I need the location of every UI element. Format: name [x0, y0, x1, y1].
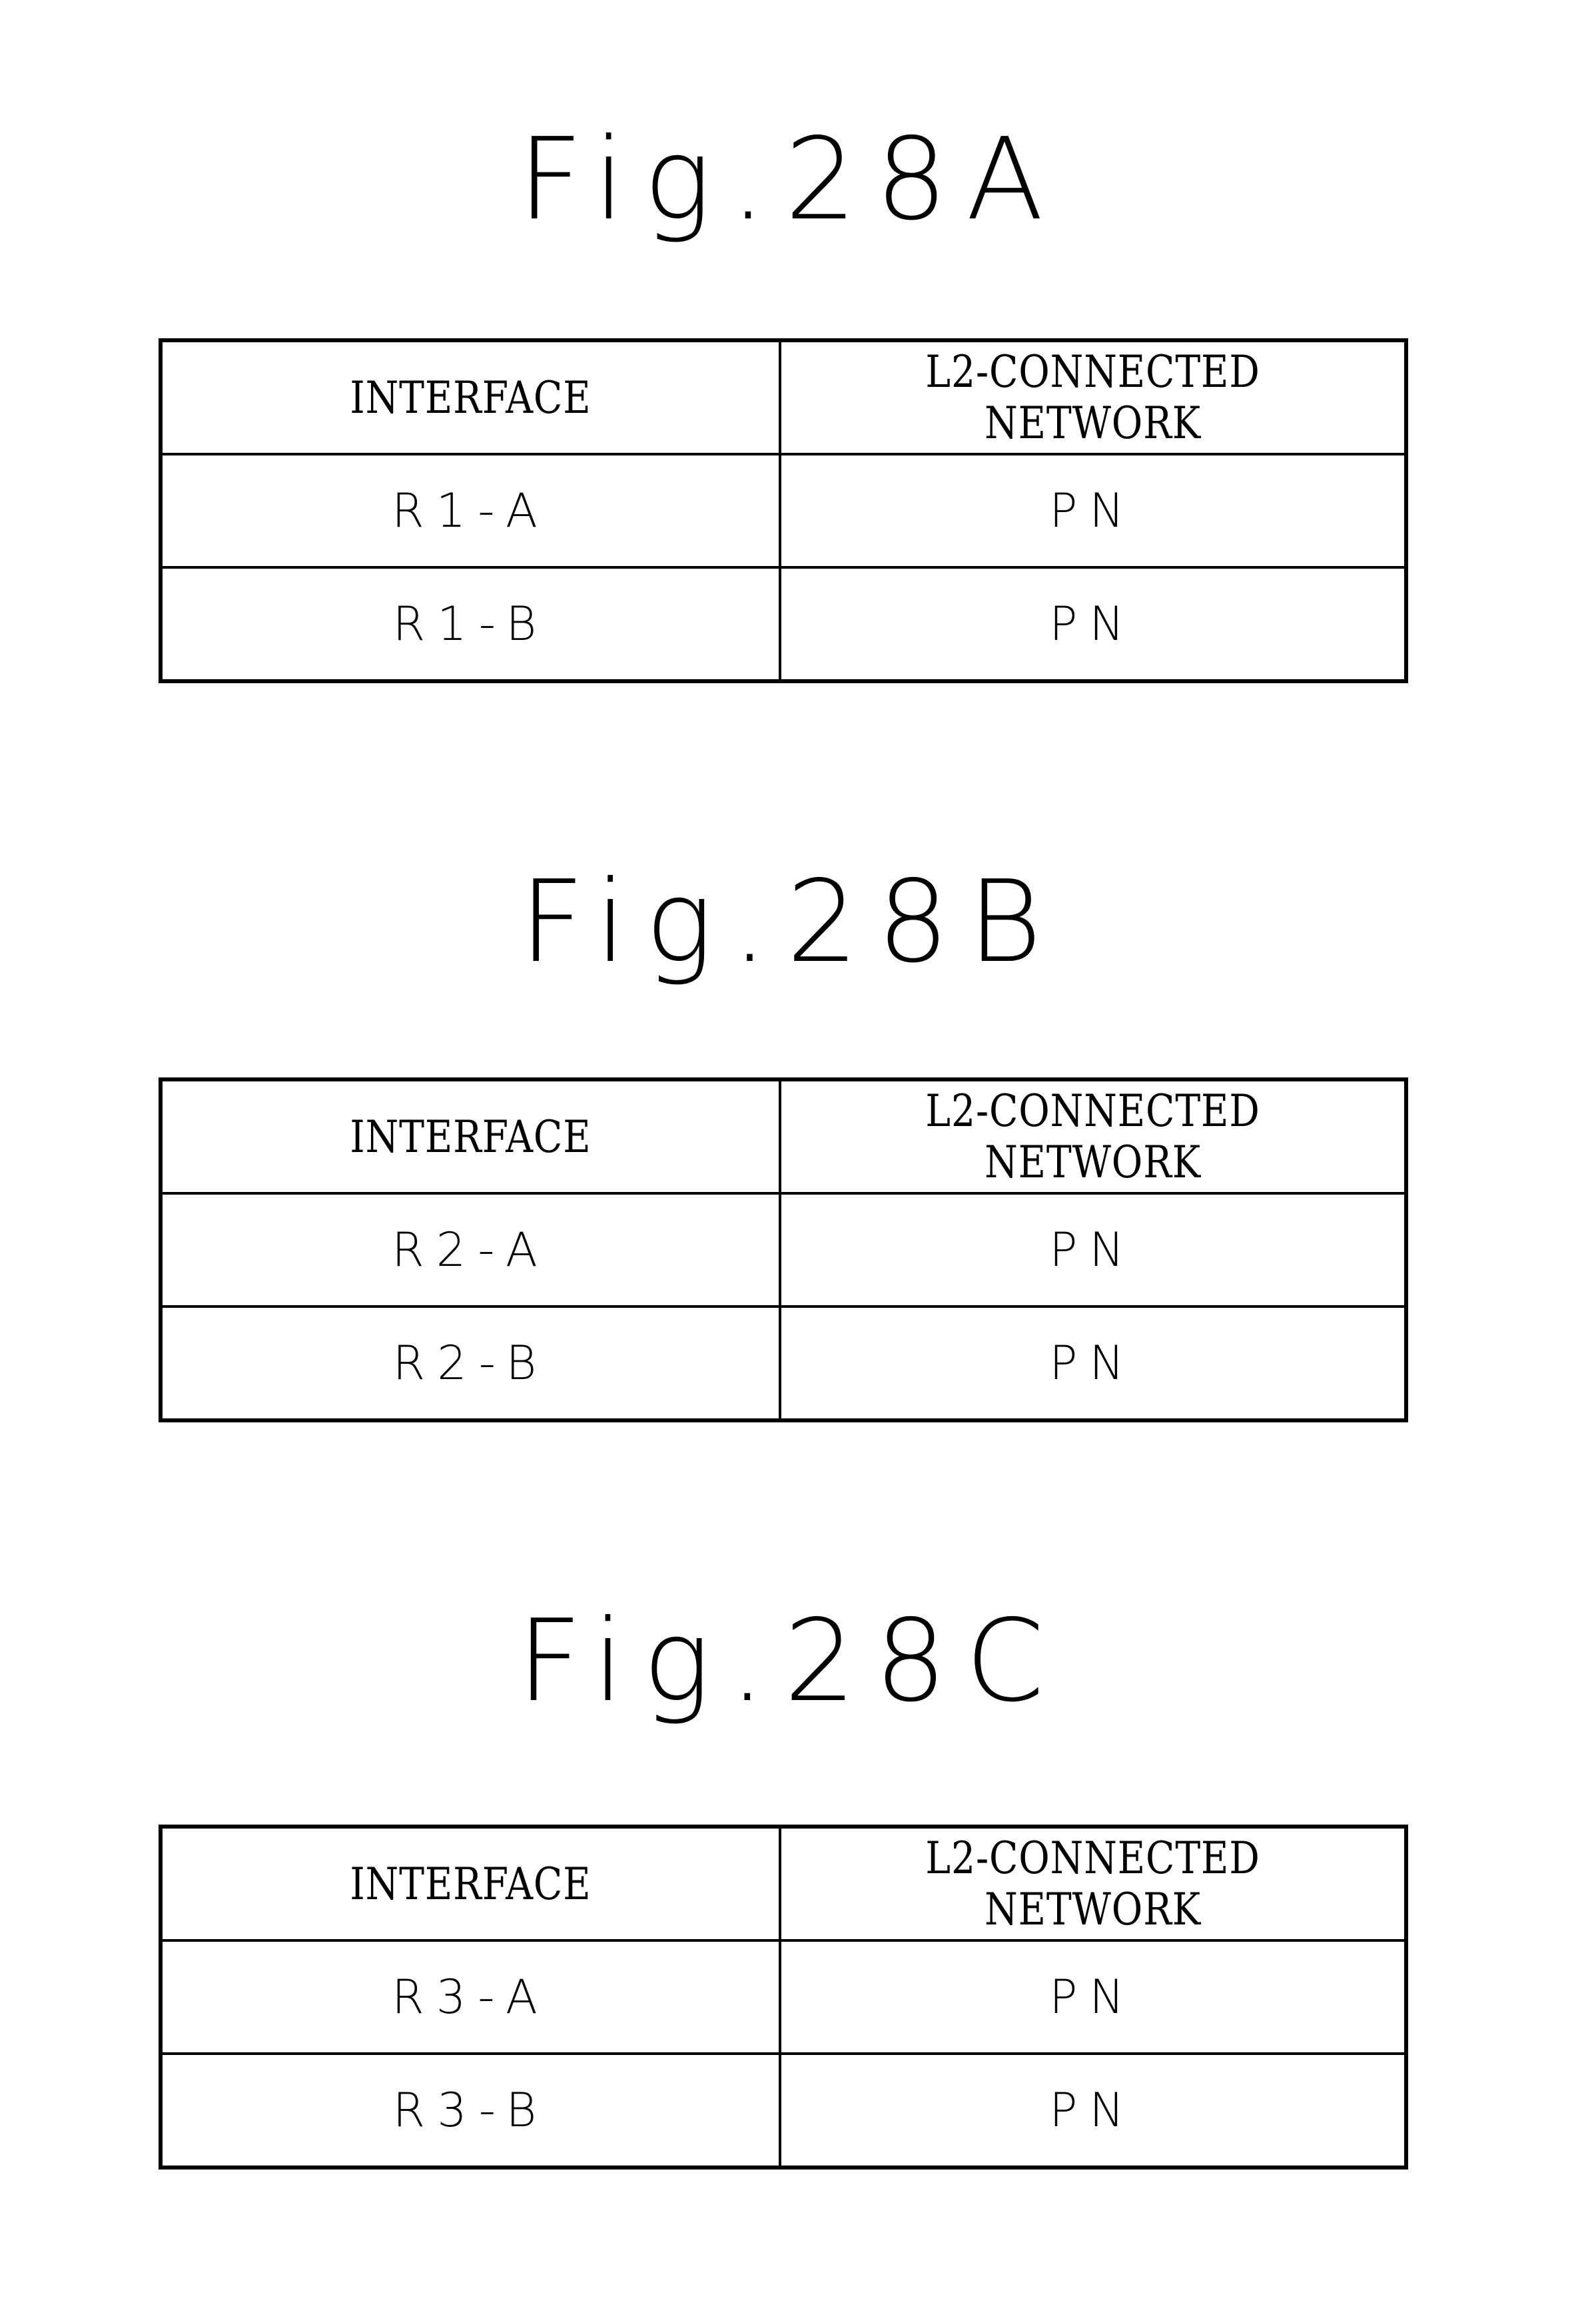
- cell-interface: R1-B: [159, 566, 781, 683]
- figure-title: Fig.28B: [519, 856, 1061, 988]
- cell-interface: R3-B: [159, 2052, 781, 2169]
- cell-interface: R3-A: [159, 1939, 781, 2055]
- cell-interface: R1-A: [159, 453, 781, 569]
- table-row: R2-A PN: [159, 1192, 1407, 1308]
- header-interface: INTERFACE: [202, 1825, 738, 1942]
- interface-table: INTERFACE L2-CONNECTED NETWORK R1-A PN R…: [159, 338, 1408, 683]
- cell-network: PN: [779, 1939, 1407, 2055]
- figure-title: Fig.28C: [517, 1596, 1063, 1727]
- table-row: R3-B PN: [159, 2052, 1407, 2169]
- cell-network: PN: [779, 453, 1407, 569]
- interface-table: INTERFACE L2-CONNECTED NETWORK R2-A PN R…: [159, 1077, 1408, 1422]
- table-row: R3-A PN: [159, 1939, 1407, 2055]
- header-l2-connected-network: L2-CONNECTED NETWORK: [823, 1825, 1364, 1942]
- cell-interface: R2-B: [159, 1305, 781, 1422]
- table-row: R1-A PN: [159, 453, 1407, 569]
- header-l2-connected-network: L2-CONNECTED NETWORK: [823, 1078, 1364, 1195]
- cell-network: PN: [779, 566, 1407, 683]
- table-header-row: INTERFACE L2-CONNECTED NETWORK: [161, 1825, 1406, 1942]
- table-row: R1-B PN: [159, 566, 1407, 683]
- header-l2-connected-network: L2-CONNECTED NETWORK: [823, 339, 1364, 455]
- cell-interface: R2-A: [159, 1192, 781, 1308]
- figure-title: Fig.28A: [518, 114, 1062, 246]
- header-interface: INTERFACE: [202, 1078, 738, 1195]
- table-row: R2-B PN: [159, 1305, 1407, 1422]
- table-header-row: INTERFACE L2-CONNECTED NETWORK: [161, 1078, 1406, 1195]
- table-header-row: INTERFACE L2-CONNECTED NETWORK: [161, 339, 1406, 455]
- cell-network: PN: [779, 2052, 1407, 2169]
- cell-network: PN: [779, 1192, 1407, 1308]
- cell-network: PN: [779, 1305, 1407, 1422]
- interface-table: INTERFACE L2-CONNECTED NETWORK R3-A PN R…: [159, 1825, 1408, 2170]
- header-interface: INTERFACE: [202, 339, 738, 455]
